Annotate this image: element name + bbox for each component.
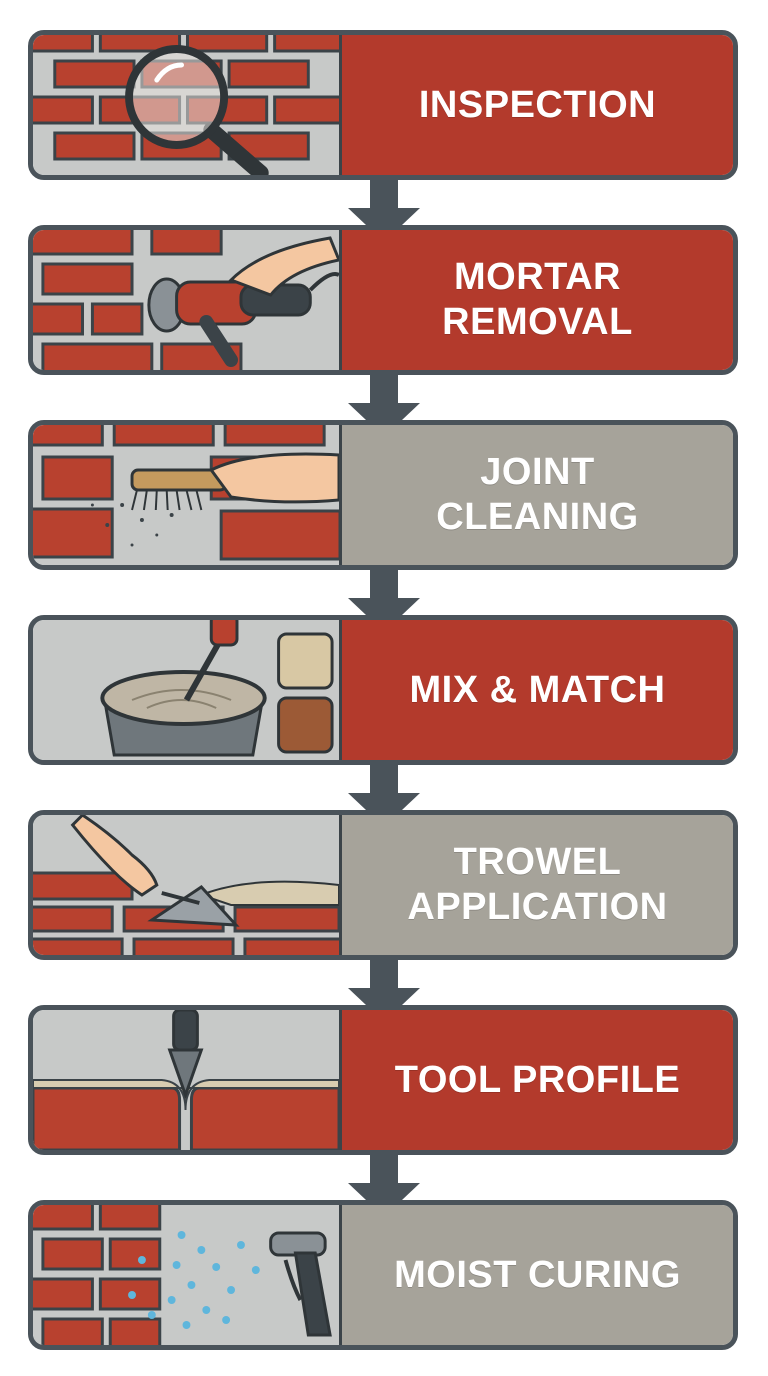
step-label: MOIST CURING: [342, 1205, 733, 1345]
step-label: JOINT CLEANING: [342, 425, 733, 565]
step-label: TOOL PROFILE: [342, 1010, 733, 1150]
wire-brush-icon: [33, 425, 339, 565]
step-illustration: [33, 620, 342, 760]
step-label: MORTAR REMOVAL: [342, 230, 733, 370]
step-illustration: [33, 35, 342, 175]
step-illustration: [33, 1010, 342, 1150]
step-illustration: [33, 425, 342, 565]
step-illustration: [33, 1205, 342, 1345]
mixing-bucket-icon: [33, 620, 339, 760]
step-label: MIX & MATCH: [342, 620, 733, 760]
step-joint-cleaning: JOINT CLEANING: [28, 420, 738, 570]
step-inspection: INSPECTION: [28, 30, 738, 180]
step-moist-curing: MOIST CURING: [28, 1200, 738, 1350]
step-illustration: [33, 230, 342, 370]
step-label: INSPECTION: [342, 35, 733, 175]
spray-nozzle-icon: [33, 1205, 339, 1345]
step-illustration: [33, 815, 342, 955]
magnifying-glass-icon: [33, 35, 339, 175]
step-trowel-application: TROWEL APPLICATION: [28, 810, 738, 960]
step-tool-profile: TOOL PROFILE: [28, 1005, 738, 1155]
trowel-icon: [33, 815, 339, 955]
step-mix-and-match: MIX & MATCH: [28, 615, 738, 765]
step-mortar-removal: MORTAR REMOVAL: [28, 225, 738, 375]
jointer-tool-icon: [33, 1010, 339, 1150]
step-label: TROWEL APPLICATION: [342, 815, 733, 955]
angle-grinder-icon: [33, 230, 339, 370]
